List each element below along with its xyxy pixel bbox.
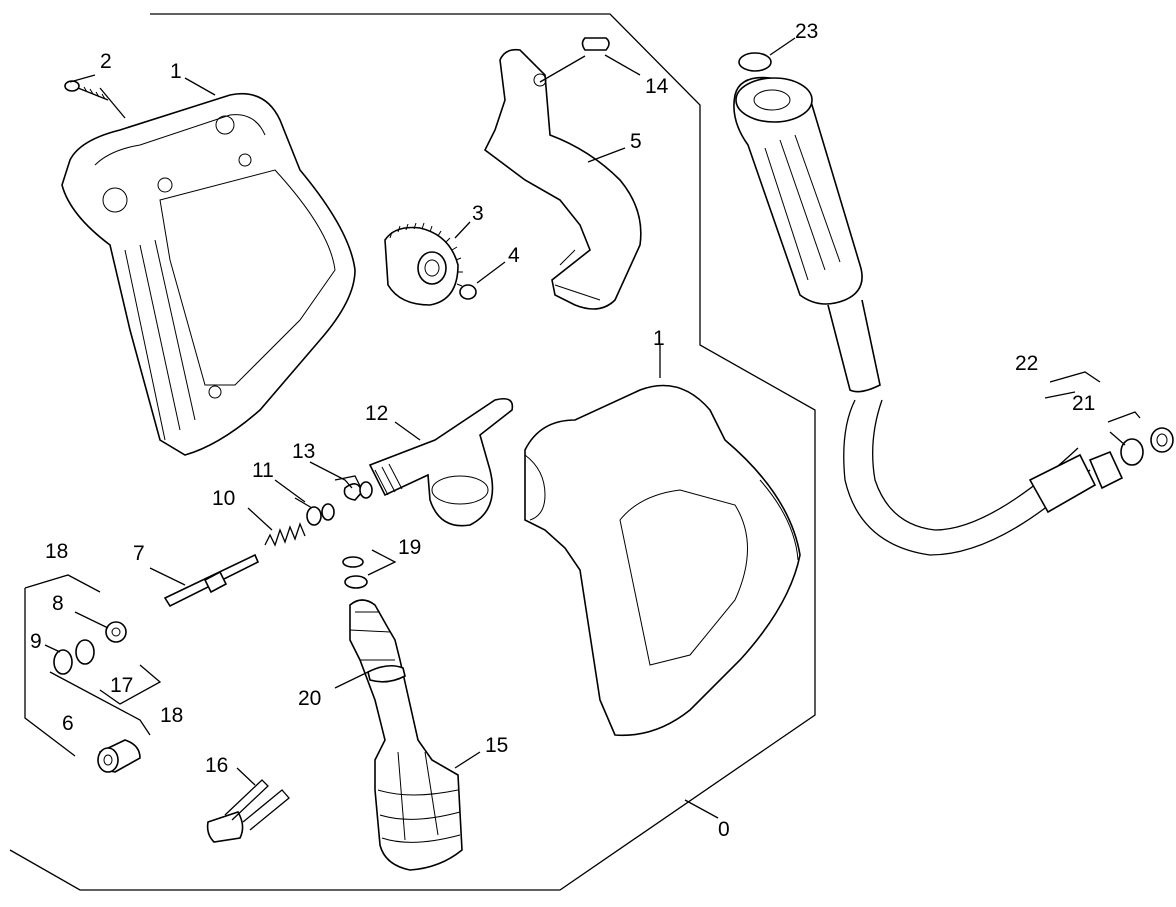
o-ring-4 [459,284,477,300]
callout-18-top: 18 [45,540,68,563]
callout-22: 22 [1015,352,1038,375]
callout-4: 4 [508,244,520,267]
valve-body-part [368,397,514,527]
callout-3: 3 [472,202,484,225]
callout-6: 6 [62,712,74,735]
callout-1-left: 1 [170,60,182,83]
washer-21 [1150,427,1174,453]
o-ring-11b [321,503,335,521]
callout-11: 11 [252,459,274,482]
callout-10: 10 [212,487,235,510]
callout-1-right: 1 [653,327,665,350]
ring-13 [343,483,363,501]
spring-part [264,522,306,547]
o-ring-17 [75,639,95,665]
callout-9: 9 [30,630,42,653]
callout-12: 12 [365,402,388,425]
o-ring-13 [359,481,373,499]
callout-labels: 2 1 14 5 3 4 23 22 21 1 12 13 11 10 19 1… [30,20,1095,841]
o-ring-21 [1120,438,1144,466]
callout-0: 0 [718,818,730,841]
seal-housing-part [97,739,141,773]
hose [827,299,1124,556]
callout-17: 17 [110,674,133,697]
valve-stem-part [163,553,260,608]
trigger-part [483,48,642,310]
callout-5: 5 [630,130,642,153]
tool-part [206,779,290,843]
assembly-outline [9,13,816,891]
callout-15: 15 [485,734,508,757]
handle-shell-left [61,93,356,456]
callout-21: 21 [1072,392,1095,415]
o-ring-19a [342,556,364,568]
callout-8: 8 [52,592,64,615]
callout-19: 19 [398,536,421,559]
callout-23: 23 [795,20,818,43]
callout-7: 7 [133,542,145,565]
washer-8 [105,621,127,643]
callout-2: 2 [100,50,112,73]
callout-20: 20 [298,687,321,710]
hose-coupling-grip [733,76,863,305]
o-ring-9 [53,649,73,675]
lance-connector-part [349,599,463,871]
callout-14: 14 [645,75,669,98]
ring-20 [367,664,406,683]
callout-16: 16 [205,754,228,777]
adjusting-wheel-part [384,222,463,306]
handle-shell-right [524,384,801,737]
callout-13: 13 [292,440,315,463]
o-ring-23 [738,52,772,72]
pin-part [581,37,610,51]
callout-18-bottom: 18 [160,704,183,727]
leader-lines [24,37,1141,819]
o-ring-11a [306,506,322,526]
o-ring-19b [344,575,368,589]
